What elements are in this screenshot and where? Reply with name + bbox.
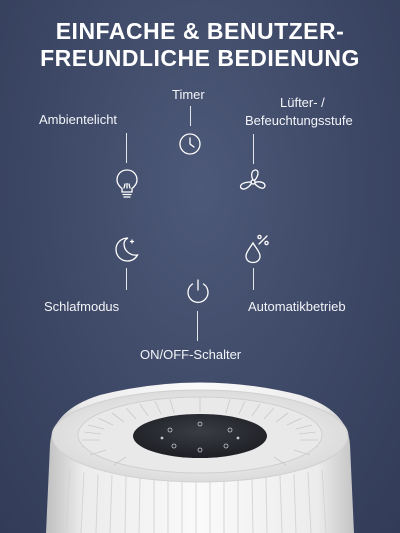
ambient-light-label: Ambientelicht — [39, 112, 118, 127]
panel-indicator-right — [236, 436, 240, 440]
auto-connector-line — [253, 268, 254, 290]
device-grille — [77, 396, 323, 474]
sleep-connector-line — [126, 268, 127, 290]
moon-icon — [112, 235, 140, 263]
headline: EINFACHE & BENUTZER- FREUNDLICHE BEDIENU… — [0, 18, 400, 72]
panel-timer-icon — [197, 421, 203, 427]
power-switch-label: ON/OFF-Schalter — [140, 347, 242, 362]
auto-mode-label: Automatikbetrieb — [248, 299, 346, 314]
fan-icon — [238, 168, 268, 196]
control-panel — [133, 414, 267, 458]
ambient-light-connector-line — [126, 133, 127, 163]
control-panel-lights — [160, 421, 240, 453]
device-top-cap — [51, 389, 349, 483]
panel-fan-icon — [227, 427, 233, 433]
timer-connector-line — [190, 106, 191, 126]
droplet-percent-icon — [243, 234, 271, 264]
panel-sleep-icon — [171, 443, 177, 449]
device-ridges — [65, 469, 327, 533]
power-connector-line — [197, 311, 198, 341]
clock-icon — [178, 132, 202, 156]
fan-level-label-line-1: Lüfter- / — [280, 95, 325, 110]
device-grille-slats — [82, 397, 318, 466]
panel-power-icon — [197, 447, 203, 453]
light-bulb-icon — [114, 168, 140, 198]
fan-level-label-line-2: Befeuchtungsstufe — [245, 113, 353, 128]
timer-label: Timer — [172, 87, 205, 102]
device-body — [46, 382, 354, 533]
panel-auto-icon — [223, 443, 229, 449]
panel-ambient-icon — [167, 427, 173, 433]
power-icon — [184, 277, 212, 305]
headline-line-1: EINFACHE & BENUTZER- — [55, 18, 345, 44]
fan-level-connector-line — [253, 134, 254, 164]
sleep-mode-label: Schlafmodus — [44, 299, 120, 314]
headline-line-2: FREUNDLICHE BEDIENUNG — [40, 45, 360, 71]
panel-indicator-left — [160, 436, 164, 440]
